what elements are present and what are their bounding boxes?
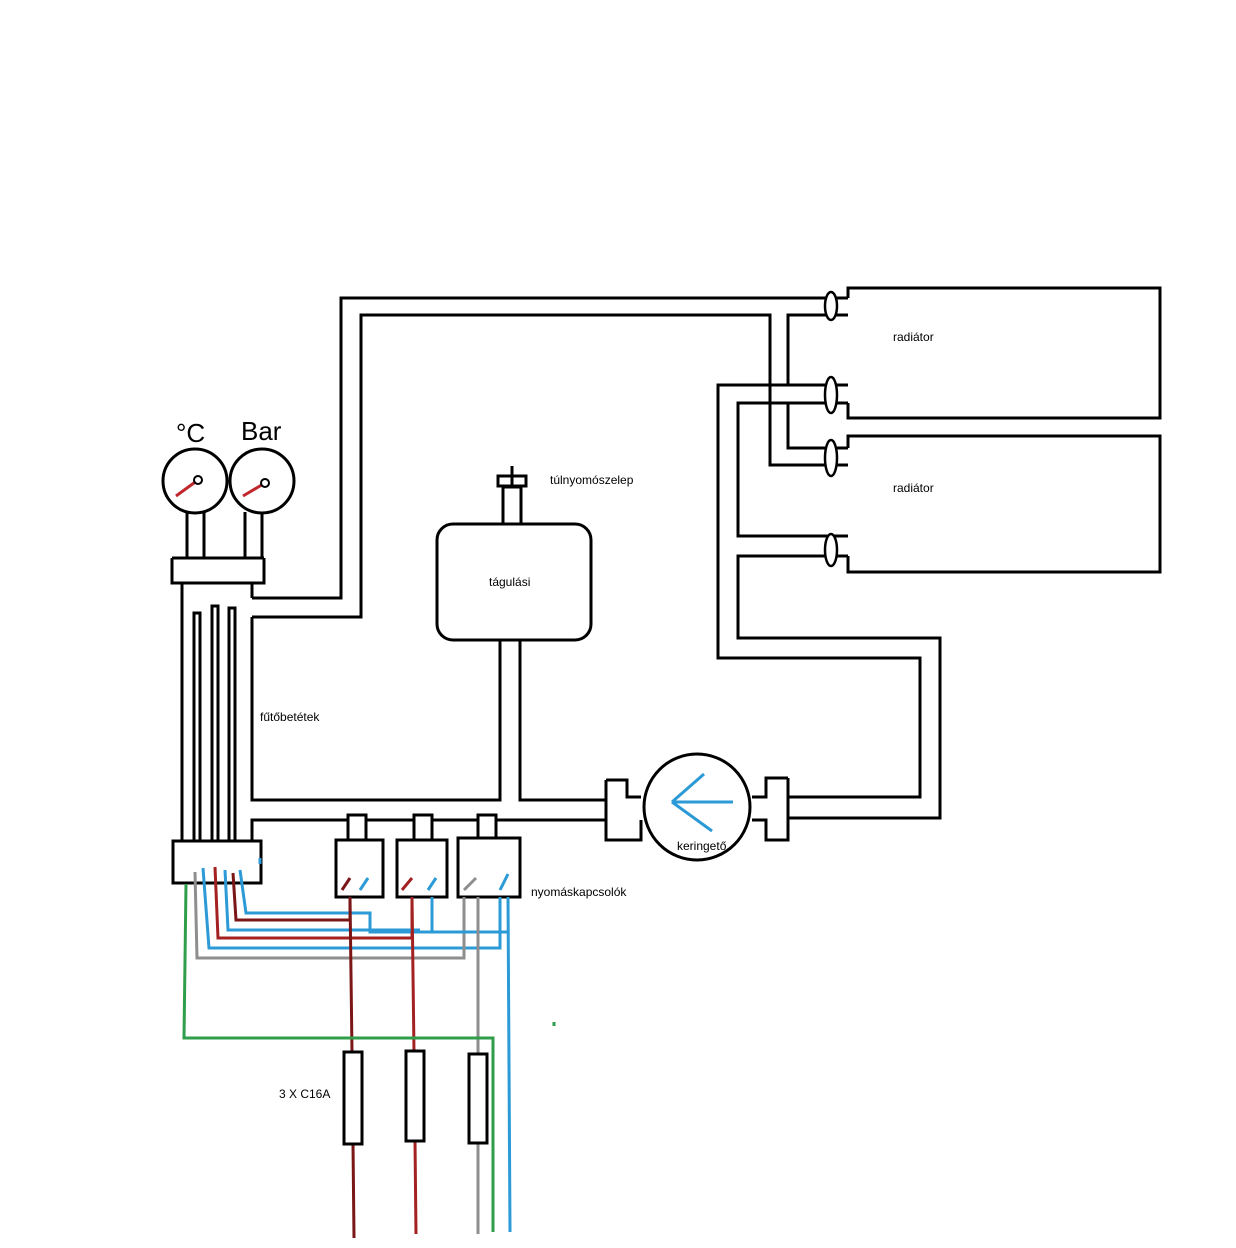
heating-elements-label: fűtőbetétek [260,710,320,724]
breaker [342,1050,364,1146]
radiator-label: radiátor [893,481,934,495]
breaker [404,1049,426,1143]
pipework [250,296,942,843]
expansion-tank: tágulási túlnyomószelep [435,466,634,642]
radiator-top: radiátor [846,286,1162,420]
breaker [467,1052,489,1145]
radiator-bottom: radiátor [846,434,1162,574]
flow-arrow-icon [671,772,733,833]
valve-icon [823,375,839,415]
circuit-breakers: 3 X C16A [279,1049,489,1146]
gauges: °C Bar [161,416,296,558]
valve-icon [823,290,839,322]
pressure-switches: nyomáskapcsolók [334,836,627,899]
wiring [182,858,556,1239]
valve-icon [823,532,839,568]
pressure-unit-label: Bar [241,416,282,446]
terminal-block [171,839,263,885]
breakers-label: 3 X C16A [279,1087,330,1101]
expansion-tank-label: tágulási [489,575,530,589]
valve-icon [823,438,839,478]
pressure-switches-label: nyomáskapcsolók [531,885,627,899]
radiator-label: radiátor [893,330,934,344]
overpressure-valve-label: túlnyomószelep [550,473,634,487]
radiator-valves [823,290,839,568]
circulator-pump: keringető [604,752,790,862]
boiler: fűtőbetétek [170,556,320,885]
circulator-label: keringető [677,839,727,853]
temperature-unit-label: °C [176,418,205,448]
